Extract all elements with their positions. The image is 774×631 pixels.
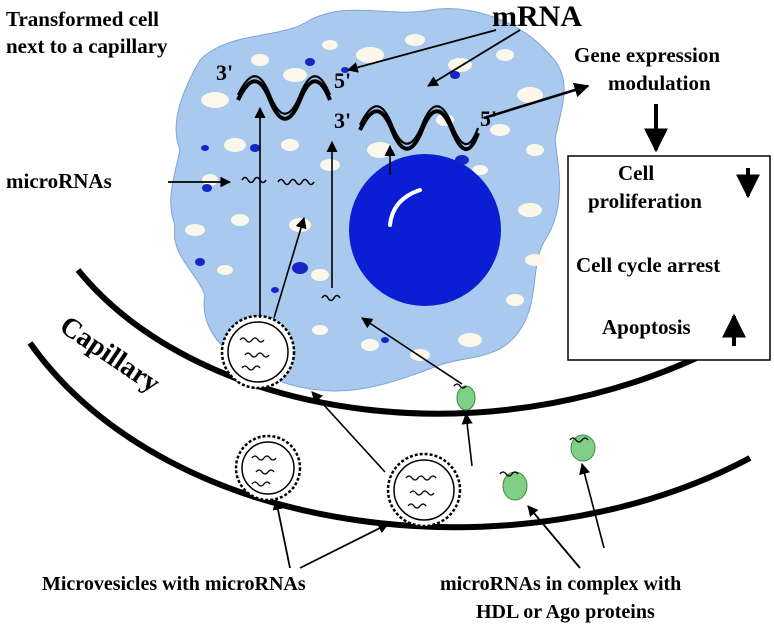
bottom-right-line2: HDL or Ago proteins: [476, 601, 655, 623]
prime3-label-a: 3': [216, 60, 233, 85]
capillary-label: Capillary: [54, 310, 165, 399]
effect-proliferation-line1: Cell: [618, 161, 654, 185]
bottom-right-line1: microRNAs in complex with: [440, 573, 681, 595]
effect-apoptosis: Apoptosis: [602, 315, 691, 339]
label-arrows: [168, 29, 590, 569]
granules: [195, 58, 469, 343]
microrna-label: microRNAs: [6, 169, 112, 193]
capillary-wall-inner: [75, 268, 744, 417]
bottom-left-label: Microvesicles with microRNAs: [42, 573, 306, 595]
nucleus-highlight: [388, 188, 422, 227]
gene-expression-line2: modulation: [608, 71, 711, 95]
complex-2: [499, 471, 528, 501]
prime5-label-b: 5': [480, 106, 497, 131]
vacuoles: [185, 34, 545, 361]
microrna-squiggles: [241, 176, 341, 302]
mrna-strand-1: [236, 75, 332, 121]
cell-title-line1: Transformed cell: [6, 7, 159, 31]
capillary-wall-outer: [27, 341, 752, 531]
complex-1: [453, 383, 476, 411]
effect-cycle-arrest: Cell cycle arrest: [576, 253, 720, 277]
microvesicle-2: [234, 434, 302, 502]
gene-expression-line1: Gene expression: [574, 43, 720, 67]
microvesicle-3: [386, 452, 462, 528]
microvesicle-1: [220, 314, 296, 390]
effect-proliferation-line2: proliferation: [588, 189, 702, 213]
nucleus: [349, 154, 501, 306]
mrna-strand-2: [358, 105, 480, 152]
cell-title-line2: next to a capillary: [6, 34, 168, 58]
prime5-label-a: 5': [334, 68, 351, 93]
prime3-label-b: 3': [334, 108, 351, 133]
complex-3: [569, 434, 596, 462]
mrna-label: mRNA: [492, 0, 582, 33]
uptake-arrows: [254, 106, 605, 549]
